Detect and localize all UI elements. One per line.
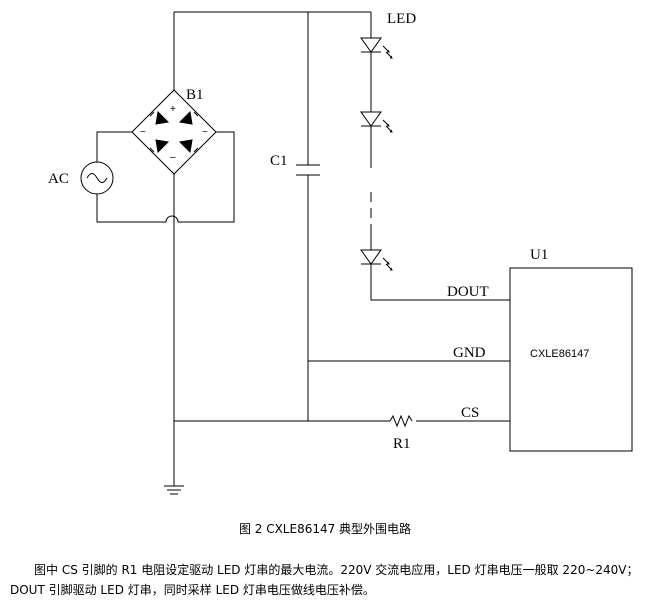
svg-text:–: – — [170, 152, 176, 163]
figure-description: 图中 CS 引脚的 R1 电阻设定驱动 LED 灯串的最大电流。220V 交流电… — [10, 563, 639, 597]
b1-label: B1 — [186, 87, 204, 103]
c1-label: C1 — [270, 153, 288, 169]
ac-label: AC — [48, 171, 69, 187]
led-icon — [360, 111, 393, 136]
led-icon — [360, 37, 393, 62]
u1-label: U1 — [530, 247, 548, 263]
capacitor-c1 — [296, 164, 320, 176]
svg-text:~: ~ — [202, 127, 208, 138]
gnd-label: GND — [453, 345, 486, 361]
dout-label: DOUT — [447, 284, 489, 300]
svg-text:~: ~ — [140, 127, 146, 138]
led-string-wire — [370, 12, 510, 301]
top-wire — [173, 11, 371, 90]
svg-text:+: + — [170, 104, 176, 115]
figure-caption: 图 2 CXLE86147 典型外围电路 — [238, 522, 412, 536]
resistor-r1 — [389, 414, 413, 428]
led-label: LED — [387, 11, 416, 27]
cs-label: CS — [461, 405, 479, 421]
led-icon — [360, 249, 393, 274]
chip-part-number: CXLE86147 — [530, 348, 589, 360]
r1-label: R1 — [393, 436, 411, 452]
bridge-rectifier-b1: + – ~ ~ — [131, 89, 217, 175]
ground-icon — [164, 485, 184, 495]
circuit-schematic: + – ~ ~ LED B1 AC C1 — [48, 11, 633, 495]
ac-source-icon — [80, 161, 114, 195]
ac-loop-wire — [96, 131, 235, 223]
chip-u1 — [509, 267, 633, 452]
